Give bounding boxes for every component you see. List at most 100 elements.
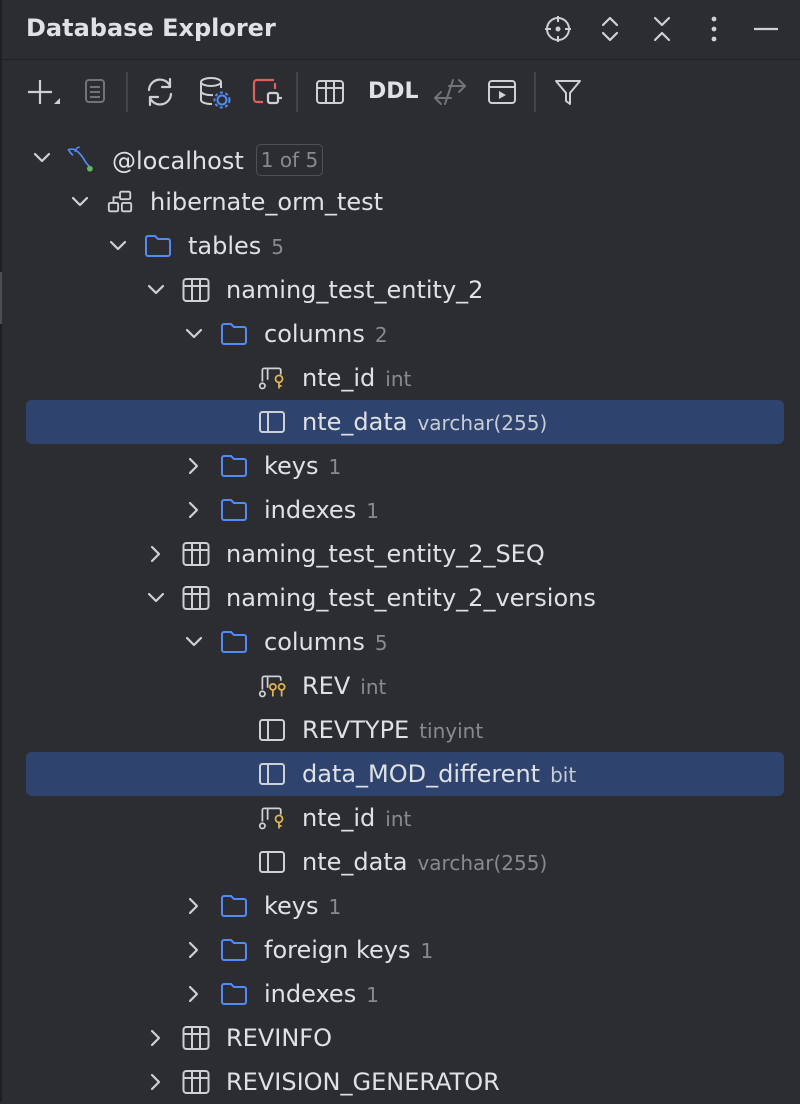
folder-icon [220, 893, 248, 919]
duplicate-button[interactable] [74, 72, 114, 112]
new-button[interactable] [22, 72, 62, 112]
minimize-icon [754, 27, 778, 31]
folder-icon [220, 937, 248, 963]
table-editor-button[interactable] [310, 72, 350, 112]
table-name: REVINFO [226, 1024, 332, 1052]
chevron-right-icon[interactable] [184, 456, 204, 476]
disconnect-button[interactable] [246, 72, 286, 112]
chevron-down-icon[interactable] [70, 192, 90, 212]
primary-key-column-icon [258, 805, 286, 831]
tree-node-label: nte_id int [302, 804, 411, 833]
chevron-right-icon[interactable] [184, 984, 204, 1004]
chevron-right-icon[interactable] [184, 896, 204, 916]
disconnect-icon [252, 78, 282, 105]
collapse-all-button[interactable] [644, 11, 680, 47]
item-count: 1 [420, 939, 434, 963]
chevron-down-icon[interactable] [184, 324, 204, 344]
column-name: nte_id [302, 364, 376, 392]
tree-node-column[interactable]: nte_id int [0, 796, 800, 840]
folder-icon [220, 629, 248, 655]
column-icon [258, 761, 286, 787]
query-console-button[interactable] [482, 72, 522, 112]
occurrence-badge: 1 of 5 [255, 144, 324, 176]
chevron-down-icon[interactable] [108, 236, 128, 256]
tree-node-table[interactable]: REVINFO [0, 1016, 800, 1060]
chevron-down-icon[interactable] [146, 280, 166, 300]
chevron-down-icon[interactable] [32, 148, 52, 168]
folder-icon [220, 981, 248, 1007]
tree-node-foreign-keys-folder[interactable]: foreign keys 1 [0, 928, 800, 972]
more-options-button[interactable] [696, 11, 732, 47]
column-name: nte_id [302, 804, 376, 832]
chevron-right-icon[interactable] [146, 1028, 166, 1048]
item-count: 1 [366, 499, 379, 523]
primary-key-column-icon [258, 365, 286, 391]
tree-node-table[interactable]: naming_test_entity_2 [0, 268, 800, 312]
expand-collapse-icon [601, 16, 619, 42]
table-name: REVISION_GENERATOR [226, 1068, 500, 1096]
column-name: nte_data [302, 408, 408, 436]
refresh-button[interactable] [140, 72, 180, 112]
table-icon [182, 541, 210, 567]
chevron-right-icon[interactable] [184, 500, 204, 520]
hide-panel-button[interactable] [748, 11, 784, 47]
locate-icon [545, 16, 571, 42]
chevron-down-icon[interactable] [146, 588, 166, 608]
toolbar-separator [534, 72, 536, 112]
tree-node-table[interactable]: naming_test_entity_2_versions [0, 576, 800, 620]
folder-name: foreign keys [264, 936, 411, 964]
more-icon [711, 16, 717, 42]
filter-button[interactable] [548, 72, 588, 112]
table-icon [182, 1025, 210, 1051]
tree-node-schema[interactable]: hibernate_orm_test [0, 180, 800, 224]
locate-button[interactable] [540, 11, 576, 47]
ddl-button[interactable]: DDL [368, 79, 419, 104]
splitter-handle[interactable] [0, 272, 2, 324]
query-console-icon [488, 80, 516, 104]
jump-to-query-console-button[interactable] [430, 72, 470, 112]
item-count: 5 [271, 235, 285, 259]
selection-highlight [26, 400, 784, 444]
folder-name: columns [264, 320, 365, 348]
tree-node-table[interactable]: naming_test_entity_2_SEQ [0, 532, 800, 576]
add-icon [28, 80, 60, 104]
tree-node-column[interactable]: nte_id int [0, 356, 800, 400]
column-type: int [385, 367, 412, 391]
chevron-down-icon[interactable] [184, 632, 204, 652]
chevron-right-icon[interactable] [146, 544, 166, 564]
table-icon [182, 277, 210, 303]
folder-name: indexes [264, 496, 357, 524]
item-count: 5 [374, 631, 388, 655]
data-source-properties-button[interactable] [194, 72, 234, 112]
chevron-right-icon[interactable] [184, 940, 204, 960]
explorer-toolbar: DDL [0, 59, 800, 122]
collapse-all-icon [653, 16, 671, 42]
column-icon [258, 717, 286, 743]
expand-all-button[interactable] [592, 11, 628, 47]
column-type: int [385, 807, 412, 831]
column-icon [258, 849, 286, 875]
chevron-right-icon[interactable] [146, 1072, 166, 1092]
mysql-icon [66, 145, 94, 172]
tree-node-table[interactable]: REVISION_GENERATOR [0, 1060, 800, 1104]
panel-left-edge [0, 0, 2, 1102]
tree-node-indexes-folder[interactable]: indexes 1 [0, 488, 800, 532]
